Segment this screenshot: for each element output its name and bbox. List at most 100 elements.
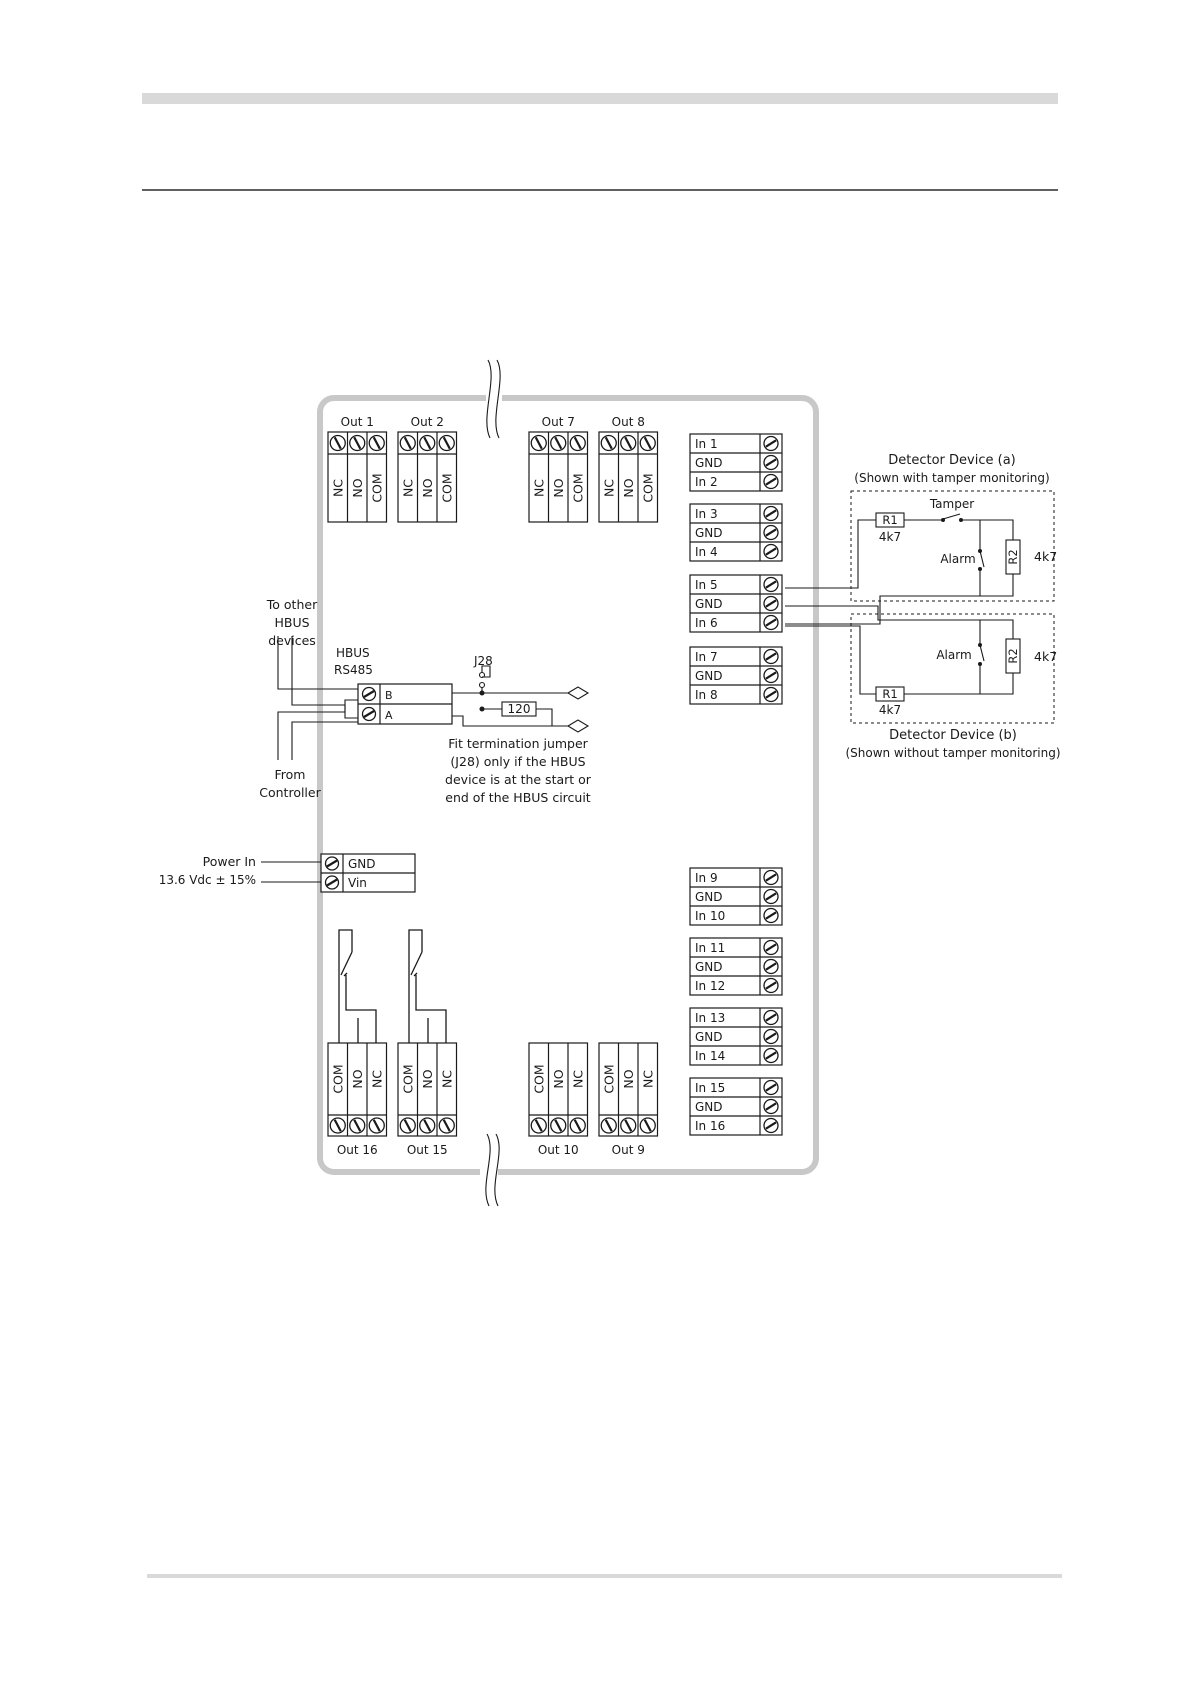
input-terminal-label: In 7 <box>695 650 718 664</box>
input-block: In 7 GND In 8 <box>689 646 783 705</box>
terminal-label: NC <box>570 1070 585 1088</box>
terminal-label: COM <box>640 473 655 502</box>
input-terminal-label: In 3 <box>695 507 718 521</box>
footer-rule <box>147 1574 1062 1578</box>
screw-icon <box>361 706 377 722</box>
hbus-block: HBUS RS485 B A <box>259 597 592 805</box>
terminal-label: NO <box>551 1069 566 1088</box>
jumper-label: J28 <box>473 654 493 668</box>
screw-icon <box>620 1117 637 1134</box>
screw-icon <box>399 1117 416 1134</box>
detector-b-r1-value: 4k7 <box>879 703 901 717</box>
input-terminal-label: GND <box>695 526 723 540</box>
input-terminal-label: GND <box>695 960 723 974</box>
input-terminal-label: GND <box>695 1100 723 1114</box>
input-terminal-label: In 6 <box>695 616 718 630</box>
terminal-label: NO <box>350 478 365 497</box>
terminal-label: COM <box>531 1064 546 1093</box>
input-terminal-label: In 14 <box>695 1049 725 1063</box>
input-terminal-label: GND <box>695 597 723 611</box>
screw-icon <box>329 434 346 452</box>
terminal-label: COM <box>369 473 384 502</box>
screw-icon <box>763 869 779 886</box>
power-spec-label: 13.6 Vdc ± 15% <box>159 873 256 887</box>
termination-note-line2: (J28) only if the HBUS <box>450 754 585 769</box>
hbus-title-line2: RS485 <box>334 663 373 677</box>
detector-device-a: Detector Device (a) (Shown with tamper m… <box>785 453 1057 625</box>
input-terminal-label: In 15 <box>695 1081 725 1095</box>
terminal-label: COM <box>400 1064 415 1093</box>
screw-icon <box>550 1117 567 1134</box>
input-terminal-label: GND <box>695 1030 723 1044</box>
input-terminal-label: GND <box>695 669 723 683</box>
power-block: GND Vin Power In 13.6 Vdc ± 15% <box>159 853 416 893</box>
terminal-label: NO <box>350 1069 365 1088</box>
detector-b-r2-value: 4k7 <box>1034 649 1057 664</box>
screw-icon <box>763 1028 779 1045</box>
hbus-terminal-a: A <box>385 709 393 722</box>
screw-icon <box>438 434 455 452</box>
detector-b-r2: R2 <box>1006 648 1020 663</box>
terminal-label: NO <box>420 1069 435 1088</box>
screw-icon <box>763 543 779 560</box>
output-label: Out 1 <box>341 415 374 429</box>
output-label: Out 9 <box>612 1143 645 1157</box>
screw-icon <box>530 1117 547 1134</box>
output-label: Out 7 <box>542 415 575 429</box>
terminal-label: COM <box>601 1064 616 1093</box>
screw-icon <box>438 1117 455 1134</box>
terminal-label: COM <box>439 473 454 502</box>
detector-a-r1-value: 4k7 <box>879 530 901 544</box>
screw-icon <box>329 1117 346 1134</box>
output-label: Out 15 <box>407 1143 448 1157</box>
input-terminal-label: In 8 <box>695 688 718 702</box>
input-terminal-label: In 16 <box>695 1119 725 1133</box>
input-terminal-label: GND <box>695 890 723 904</box>
screw-icon <box>399 434 416 452</box>
screw-icon <box>419 434 436 452</box>
screw-icon <box>620 434 637 452</box>
screw-icon <box>763 435 779 452</box>
screw-icon <box>349 434 366 452</box>
screw-icon <box>763 1098 779 1115</box>
terminal-label: NC <box>369 1070 384 1088</box>
screw-icon <box>763 505 779 522</box>
screw-icon <box>763 977 779 994</box>
screw-icon <box>763 454 779 471</box>
screw-icon <box>763 888 779 905</box>
header-bar <box>142 93 1058 104</box>
screw-icon <box>639 1117 656 1134</box>
controller-board <box>317 395 819 1175</box>
terminal-label: NO <box>420 478 435 497</box>
terminal-label: NC <box>531 479 546 497</box>
detector-device-b: Detector Device (b) (Shown without tampe… <box>785 605 1061 760</box>
power-in-label: Power In <box>203 854 256 869</box>
terminal-label: NO <box>621 1069 636 1088</box>
to-other-line2: HBUS <box>274 615 309 630</box>
termination-note-line1: Fit termination jumper <box>448 736 588 751</box>
screw-icon <box>763 958 779 975</box>
termination-note-line3: device is at the start or <box>445 772 592 787</box>
break-mark-bottom <box>480 1133 500 1207</box>
terminal-label: NC <box>439 1070 454 1088</box>
screw-icon <box>324 856 340 871</box>
detector-a-subtitle: (Shown with tamper monitoring) <box>854 471 1049 485</box>
input-terminal-label: In 10 <box>695 909 725 923</box>
screw-icon <box>763 1009 779 1026</box>
screw-icon <box>763 1047 779 1064</box>
detector-a-title: Detector Device (a) <box>888 453 1015 468</box>
input-terminal-label: In 13 <box>695 1011 725 1025</box>
screw-icon <box>419 1117 436 1134</box>
screw-icon <box>763 576 779 593</box>
screw-icon <box>763 939 779 956</box>
terminal-label: NC <box>400 479 415 497</box>
screw-icon <box>349 1117 366 1134</box>
